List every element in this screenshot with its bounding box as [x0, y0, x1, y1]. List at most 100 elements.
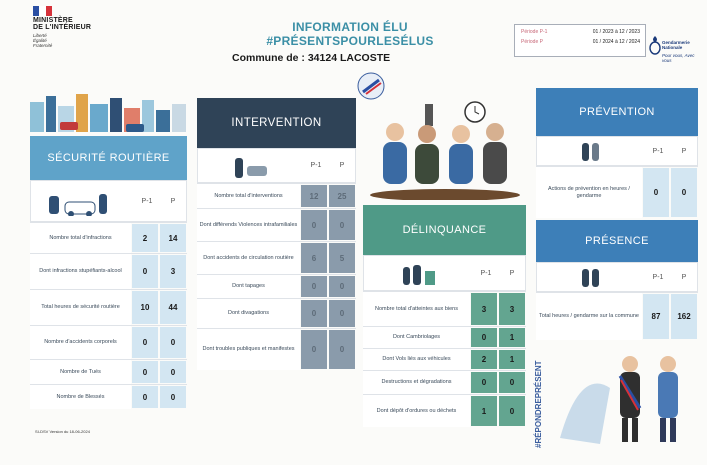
col-header-p1: P-1: [480, 269, 492, 277]
value-p1: 0: [301, 210, 327, 240]
value-p1: 1: [471, 396, 497, 426]
row-label: Dont accidents de circulation routière: [197, 242, 300, 274]
intervention-card: INTERVENTION P-1 P Nombre total d'interv…: [197, 98, 356, 370]
value-p: 14: [160, 224, 186, 252]
row-label: Dont troubles publiques et manifestes: [197, 329, 300, 370]
ministry-line-1: MINISTÈRE: [33, 17, 73, 24]
row-label: Dont Vols liés aux véhicules: [363, 349, 470, 370]
value-p1: 0: [301, 330, 327, 369]
table-row: Actions de prévention en heures / gendar…: [536, 166, 698, 218]
period-box: Période P-1 01 / 2023 à 12 / 2023 Période…: [514, 24, 646, 57]
period-label-2: Période P: [521, 39, 543, 45]
prevention-table: Actions de prévention en heures / gendar…: [536, 166, 698, 218]
value-p: 44: [160, 291, 186, 324]
securite-routiere-header: SÉCURITÉ ROUTIÈRE: [30, 136, 187, 180]
value-p: 0: [160, 327, 186, 358]
ministry-line-2: DE L'INTÉRIEUR: [33, 24, 92, 31]
row-label: Nombre total d'atteintes aux biens: [363, 292, 470, 326]
securite-routiere-card: SÉCURITÉ ROUTIÈRE P-1 P Nombre total d'i…: [30, 136, 187, 409]
row-label: Nombre total d'infractions: [30, 223, 131, 253]
intervention-icon: [234, 157, 267, 178]
republic-motto: Liberté Égalité Fraternité: [33, 33, 52, 48]
row-label: Nombre d'accidents corporels: [30, 326, 131, 359]
row-label: Nombre de Blessés: [30, 385, 131, 409]
value-p: 162: [671, 294, 697, 339]
row-label: Total heures / gendarme sur la commune: [536, 293, 642, 340]
row-label: Dont Cambriolages: [363, 327, 470, 348]
badge-icon: [357, 72, 385, 100]
french-flag-icon: [33, 6, 52, 16]
title-hashtag: #PRÉSENTSPOURLESÉLUS: [266, 34, 434, 48]
period-value-1: 01 / 2023 à 12 / 2023: [592, 29, 640, 35]
motto-fraternite: Fraternité: [33, 43, 53, 48]
page-title: INFORMATION ÉLU #PRÉSENTSPOURLESÉLUS: [250, 20, 450, 48]
prevention-card: PRÉVENTION P-1 P Actions de prévention e…: [536, 88, 698, 218]
row-label: Actions de prévention en heures / gendar…: [536, 167, 642, 218]
motto-liberte: Liberté: [33, 33, 47, 38]
value-p1: 10: [132, 291, 158, 324]
period-value-2: 01 / 2024 à 12 / 2024: [592, 39, 640, 45]
ministry-name: MINISTÈRE DE L'INTÉRIEUR: [33, 17, 91, 31]
value-p: 0: [160, 361, 186, 383]
col-header-p: P: [681, 273, 687, 281]
period-label-1: Période P-1: [521, 29, 548, 35]
value-p1: 0: [132, 386, 158, 408]
value-p1: 2: [132, 224, 158, 252]
value-p1: 6: [301, 243, 327, 273]
value-p: 0: [329, 300, 355, 327]
row-label: Nombre total d'interventions: [197, 184, 300, 208]
value-p1: 12: [301, 185, 327, 207]
value-p: 0: [329, 276, 355, 297]
grenade-icon: [649, 36, 661, 55]
row-label: Destructions et dégradations: [363, 371, 470, 394]
value-p: 3: [160, 255, 186, 288]
col-header-p: P: [170, 197, 176, 205]
table-row: Dont différends Violences intrafamiliale…: [197, 208, 356, 241]
title-line-1: INFORMATION ÉLU: [292, 20, 408, 34]
value-p1: 0: [643, 168, 669, 217]
footer-version: SI-DSV Version du 18-06-2024: [35, 429, 90, 434]
value-p: 0: [329, 330, 355, 369]
prevention-icon: [582, 143, 599, 161]
city-illustration: [30, 94, 186, 132]
hashtag-vertical-text: #RÉPONDREPRÉSENT: [534, 360, 543, 448]
value-p1: 0: [301, 300, 327, 327]
value-p: 0: [329, 210, 355, 240]
row-label: Dont dépôt d'ordures ou déchets: [363, 395, 470, 427]
value-p: 5: [329, 243, 355, 273]
gendarmerie-slogan: Pour vous, Avec vous: [662, 53, 695, 63]
presence-card: PRÉSENCE P-1 P Total heures / gendarme s…: [536, 220, 698, 340]
value-p1: 0: [471, 328, 497, 347]
value-p1: 0: [301, 276, 327, 297]
value-p: 0: [499, 372, 525, 393]
value-p1: 0: [471, 372, 497, 393]
road-check-icon: [48, 194, 107, 216]
row-label: Dont différends Violences intrafamiliale…: [197, 209, 300, 241]
value-p1: 0: [132, 361, 158, 383]
delinquance-card: DÉLINQUANCE P-1 P Nombre total d'atteint…: [363, 205, 526, 427]
row-label: Dont divagations: [197, 299, 300, 328]
row-label: Dont infractions stupéfiants-alcool: [30, 254, 131, 289]
value-p: 1: [499, 328, 525, 347]
delinquance-icon: [402, 265, 435, 285]
value-p: 1: [499, 350, 525, 369]
value-p: 25: [329, 185, 355, 207]
